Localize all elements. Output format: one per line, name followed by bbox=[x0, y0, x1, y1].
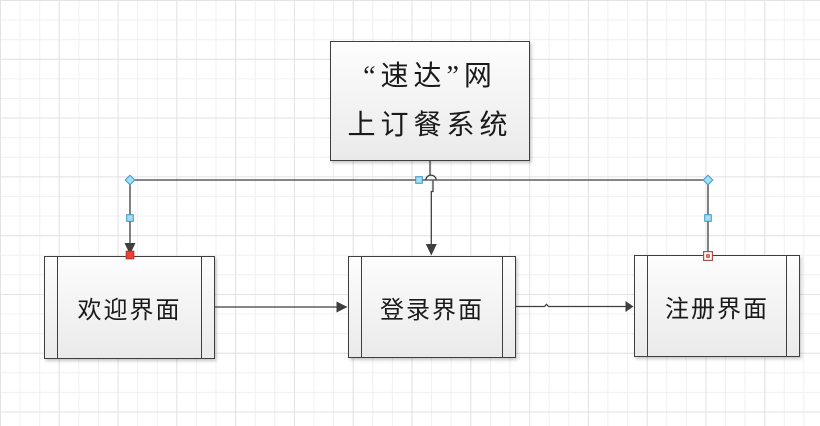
vertex-handle-icon[interactable] bbox=[702, 174, 714, 186]
connector-login-register[interactable] bbox=[516, 303, 626, 308]
arrowhead-login-register-icon bbox=[625, 301, 634, 312]
node-register-label: 注册界面 bbox=[665, 296, 769, 323]
arrowhead-into-login-icon bbox=[425, 244, 437, 256]
side-bar-left bbox=[361, 257, 363, 357]
arrowhead-welcome-login-icon bbox=[336, 301, 348, 313]
connector-rail[interactable] bbox=[129, 179, 709, 252]
side-bar-right bbox=[501, 257, 503, 357]
vertex-handle-icon[interactable] bbox=[124, 174, 136, 186]
side-bar-right bbox=[200, 257, 202, 358]
node-welcome-label: 欢迎界面 bbox=[77, 298, 182, 324]
node-root[interactable]: “速达”网 上订餐系统 bbox=[330, 41, 530, 161]
connector-root-login-lower[interactable] bbox=[430, 180, 434, 245]
midpoint-handle-icon[interactable] bbox=[415, 176, 423, 184]
open-endpoint-handle-icon[interactable] bbox=[702, 251, 713, 262]
node-root-label: “速达”网 上订餐系统 bbox=[347, 61, 513, 141]
midpoint-handle-icon[interactable] bbox=[126, 214, 134, 222]
glued-endpoint-handle-icon[interactable] bbox=[125, 250, 135, 260]
node-login-label: 登录界面 bbox=[380, 297, 484, 324]
node-register[interactable]: 注册界面 bbox=[634, 255, 800, 357]
side-bar-left bbox=[57, 257, 59, 358]
line-jump-arc-icon bbox=[425, 174, 437, 181]
side-bar-left bbox=[647, 256, 649, 356]
midpoint-handle-icon[interactable] bbox=[704, 214, 712, 222]
node-login[interactable]: 登录界面 bbox=[348, 256, 516, 358]
node-welcome[interactable]: 欢迎界面 bbox=[44, 256, 215, 359]
side-bar-right bbox=[785, 256, 787, 356]
